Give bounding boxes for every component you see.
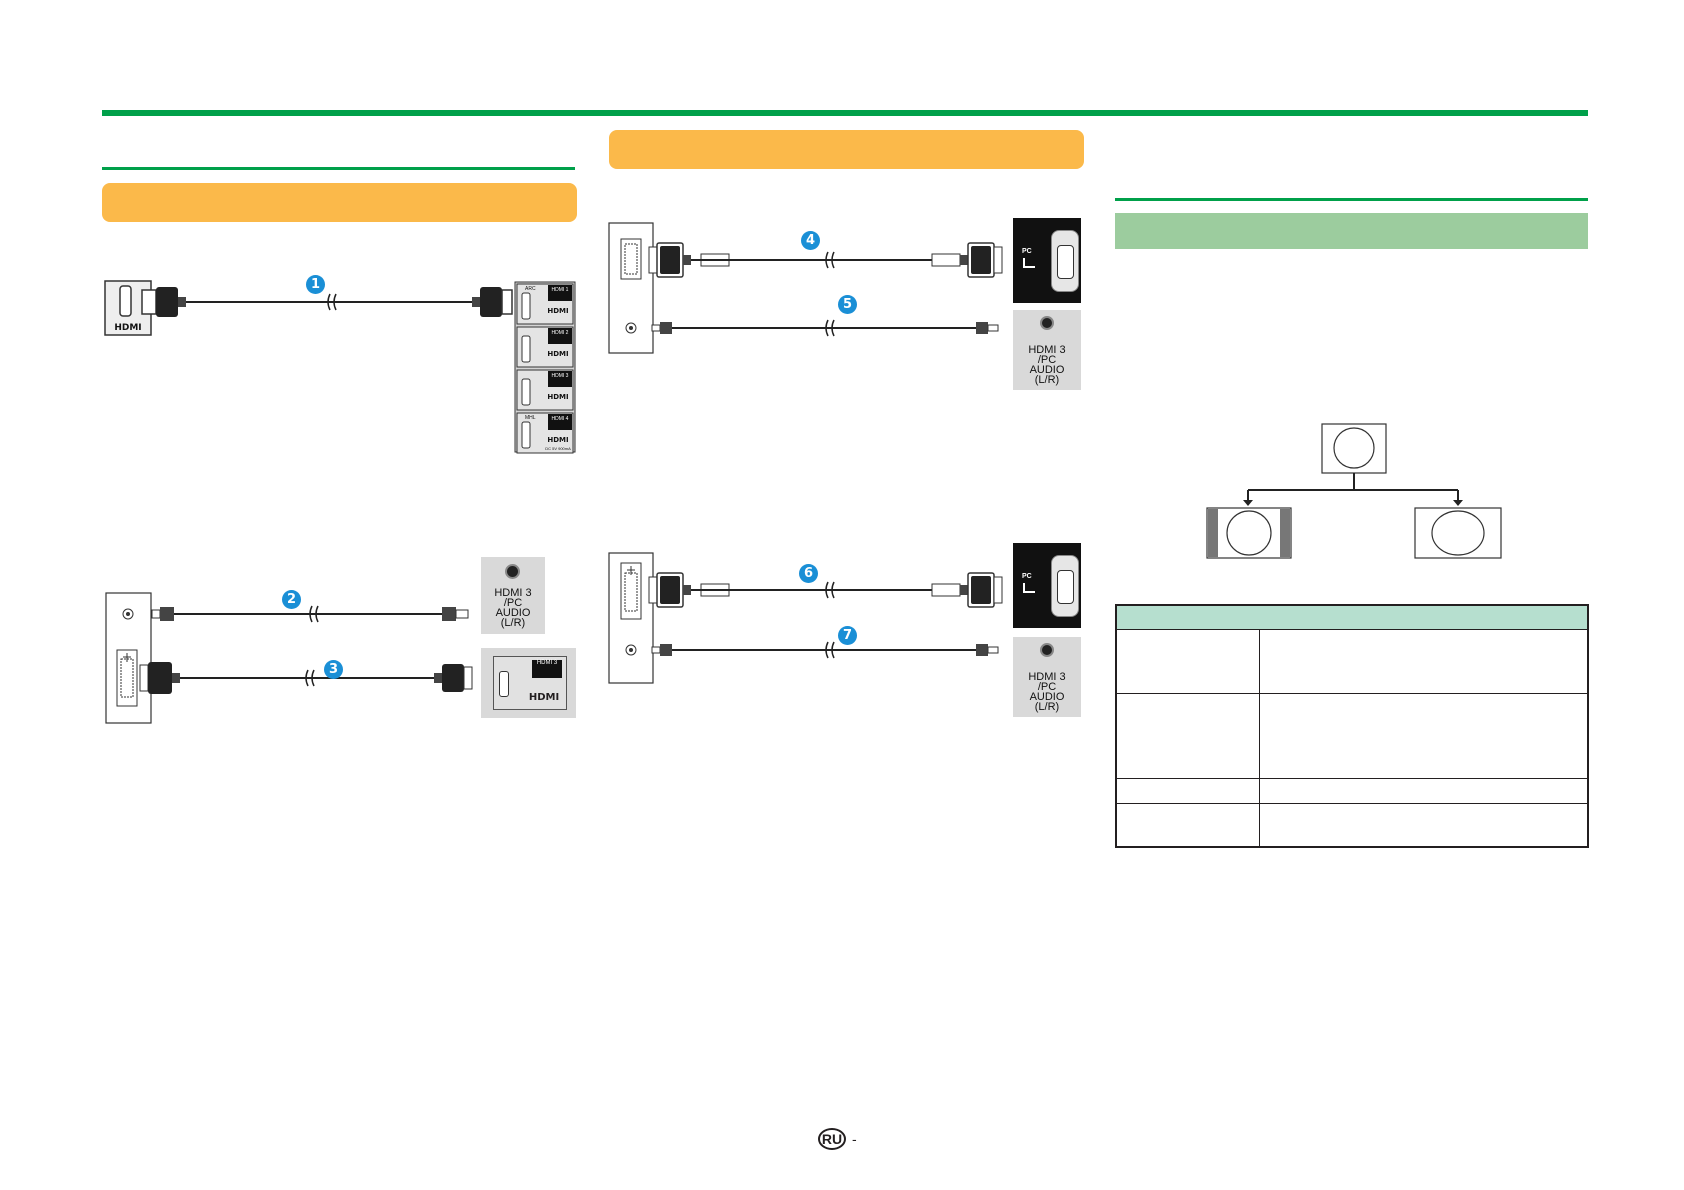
- device-hdmi-logo: HDMI: [114, 323, 141, 333]
- hdmi4-logo: HDMI: [547, 436, 568, 444]
- audio-line-4: (L/R): [500, 617, 526, 629]
- audio-port-panel-bottom: HDMI 3 /PC AUDIO (L/R): [1013, 637, 1081, 717]
- section-rule-right: [1115, 198, 1588, 201]
- info-table-header: [1117, 606, 1587, 630]
- audio-cable-7: [651, 641, 999, 659]
- section-header-right: [1115, 213, 1588, 249]
- language-badge: RU: [818, 1128, 846, 1150]
- audio-line-1: HDMI 3: [494, 587, 532, 599]
- vga-socket-icon: [1057, 245, 1074, 279]
- dvi-device-panel-2: [608, 552, 654, 684]
- audio-cable-5: [651, 319, 999, 337]
- pc-icon-bottom: [1023, 583, 1035, 593]
- vga-device-panel: [608, 222, 654, 354]
- vga-port-top: [1051, 230, 1079, 292]
- cable-number-1: 1: [306, 275, 325, 294]
- cable-number-7: 7: [838, 626, 857, 645]
- vga-socket-icon: [1057, 570, 1074, 604]
- hdmi4-label: HDMI 4: [552, 416, 569, 422]
- pc-label-bottom: PC: [1022, 573, 1032, 580]
- audio-line-1: HDMI 3: [1028, 344, 1066, 356]
- hdmi3-badge: HDMI 3: [532, 660, 562, 678]
- hdmi1-logo: HDMI: [547, 307, 568, 315]
- table-row-divider: [1117, 778, 1587, 779]
- pc-port-panel-top: PC: [1013, 218, 1081, 303]
- dc-label: DC 5V 900mA: [545, 446, 571, 451]
- cable-number-4: 4: [801, 231, 820, 250]
- audio-line-2: /PC: [503, 597, 523, 609]
- hdmi2-label: HDMI 2: [552, 330, 569, 336]
- hdmi3-port: HDMI 3 HDMI: [493, 656, 567, 710]
- audio-cable-2: [151, 605, 469, 623]
- cable-number-6: 6: [799, 564, 818, 583]
- table-row-divider: [1117, 693, 1587, 694]
- audio-line-1: HDMI 3: [1028, 671, 1066, 683]
- vga-cable-4: [648, 242, 1003, 278]
- audio-jack-icon: [505, 564, 520, 579]
- hdmi2-logo: HDMI: [547, 350, 568, 358]
- audio-port-label-bottom: HDMI 3 /PC AUDIO (L/R): [1013, 671, 1081, 713]
- audio-line-4: (L/R): [1034, 701, 1060, 713]
- page-footer: RU -: [818, 1128, 857, 1150]
- cable-number-5: 5: [838, 295, 857, 314]
- cable-number-2: 2: [282, 590, 301, 609]
- hdmi1-label: HDMI 1: [552, 287, 569, 293]
- hdmi-connection-diagram: HDMI HDMI 1 HDMI 2 HDMI 3 HDMI 4 ARC MHL…: [104, 280, 576, 724]
- mhl-label: MHL: [525, 415, 536, 421]
- audio-port-panel-top: HDMI 3 /PC AUDIO (L/R): [1013, 310, 1081, 390]
- cable-number-3: 3: [324, 660, 343, 679]
- audio-line-4: (L/R): [1034, 374, 1060, 386]
- pc-label-top: PC: [1022, 248, 1032, 255]
- pc-connection-diagram: [608, 222, 1003, 684]
- audio-port-panel-left: HDMI 3 /PC AUDIO (L/R): [481, 557, 545, 634]
- section-header-left: [102, 183, 577, 222]
- audio-line-3: AUDIO: [1029, 691, 1065, 703]
- arc-label: ARC: [525, 286, 536, 292]
- section-header-middle: [609, 130, 1084, 169]
- audio-line-2: /PC: [1037, 354, 1057, 366]
- stretched-screen: [1414, 507, 1502, 559]
- pillarbox-screen: [1206, 507, 1292, 559]
- hdmi-cable-1: [141, 287, 513, 317]
- top-rule: [102, 110, 1588, 116]
- hdmi3-logo: HDMI: [547, 393, 568, 401]
- hdmi3-logo-text: HDMI: [528, 692, 560, 703]
- pc-icon-top: [1023, 258, 1035, 268]
- pc-port-panel-bottom: PC: [1013, 543, 1081, 628]
- table-row-divider: [1117, 803, 1587, 804]
- dvi-device-panel: [105, 592, 152, 724]
- source-screen: [1321, 423, 1387, 474]
- audio-jack-icon: [1040, 643, 1054, 657]
- table-column-divider: [1259, 629, 1260, 847]
- tv-hdmi-panel: HDMI 1 HDMI 2 HDMI 3 HDMI 4 ARC MHL HDMI…: [514, 281, 576, 454]
- audio-line-2: /PC: [1037, 681, 1057, 693]
- hdmi3-port-panel: HDMI 3 HDMI: [481, 648, 576, 718]
- audio-port-label-left: HDMI 3 /PC AUDIO (L/R): [481, 587, 545, 629]
- hdmi-socket-icon: [499, 671, 509, 697]
- aspect-ratio-diagram: [1206, 423, 1502, 559]
- dvi-vga-cable-6: [648, 572, 1003, 608]
- section-rule-left: [102, 167, 575, 170]
- audio-line-3: AUDIO: [1029, 364, 1065, 376]
- info-table: [1115, 604, 1589, 848]
- split-arrows: [1243, 473, 1463, 506]
- audio-jack-icon: [1040, 316, 1054, 330]
- page-number-suffix: -: [852, 1131, 857, 1147]
- vga-port-bottom: [1051, 555, 1079, 617]
- audio-line-3: AUDIO: [495, 607, 531, 619]
- dvi-hdmi-cable-3: [139, 662, 473, 694]
- hdmi3-label: HDMI 3: [552, 373, 569, 379]
- audio-port-label-top: HDMI 3 /PC AUDIO (L/R): [1013, 344, 1081, 386]
